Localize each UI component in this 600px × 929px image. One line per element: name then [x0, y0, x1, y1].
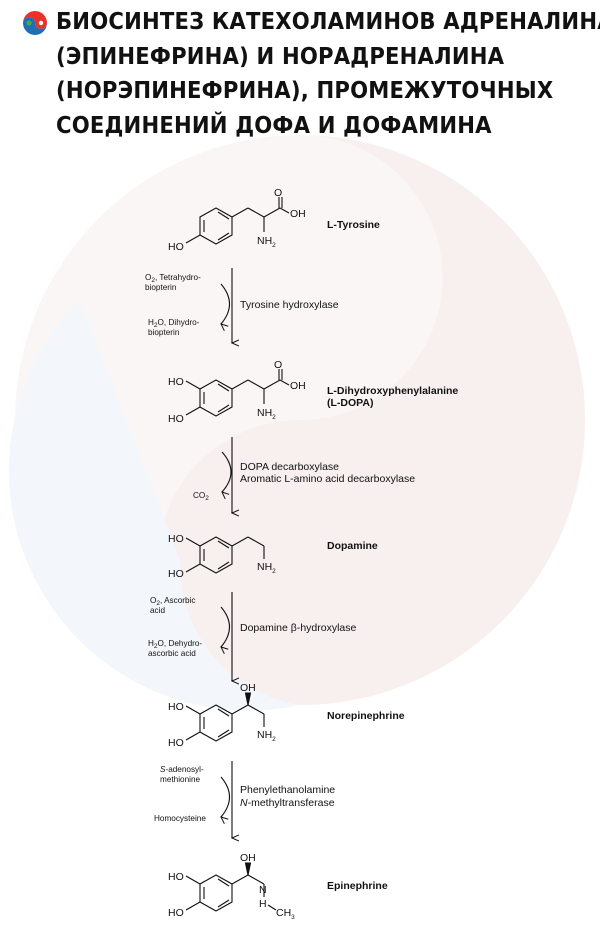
tyrosine-oh: OH	[290, 208, 306, 220]
epinephrine-structure	[185, 862, 277, 912]
tyrosine-carbonyl-o: O	[274, 187, 282, 199]
cofactor-arc-1	[221, 283, 231, 324]
epinephrine-ho-top: HO	[168, 871, 184, 883]
norepinephrine-nh2: NH2	[257, 729, 276, 743]
step1-input-line1: O2, Tetrahydro-	[145, 273, 201, 284]
epinephrine-oh: OH	[240, 852, 256, 864]
step3-output-line2: ascorbic acid	[148, 649, 196, 658]
label-l-dopa-line2: (L-DOPA)	[327, 397, 373, 409]
tyrosine-nh2: NH2	[257, 235, 276, 249]
step3-input-line2: acid	[150, 606, 165, 615]
dopamine-nh2: NH2	[257, 561, 276, 575]
ldopa-carbonyl-o: O	[274, 359, 282, 371]
enzyme-n-methyltransferase: N-methyltransferase	[240, 797, 335, 809]
step1-output-line2: biopterin	[148, 328, 180, 337]
dopamine-ho-bottom: HO	[168, 568, 184, 580]
label-dopamine: Dopamine	[327, 540, 378, 552]
step4-input-line1: S-adenosyl-	[160, 765, 204, 774]
cofactor-arc-3	[221, 606, 231, 647]
epinephrine-ch3: CH3	[276, 907, 295, 921]
ldopa-oh: OH	[290, 380, 306, 392]
page-title: БИОСИНТЕЗ КАТЕХОЛАМИНОВ АДРЕНАЛИНА (ЭПИН…	[56, 4, 600, 142]
label-l-dopa-line1: L-Dihydroxyphenylalanine	[327, 385, 458, 397]
enzyme-phenylethanolamine: Phenylethanolamine	[240, 784, 335, 796]
norepinephrine-ho-bottom: HO	[168, 737, 184, 749]
norepinephrine-structure	[185, 692, 265, 742]
enzyme-dopa-decarboxylase: DOPA decarboxylase	[240, 461, 339, 473]
title-line-4: СОЕДИНЕНИЙ ДОФА И ДОФАМИНА	[56, 110, 492, 139]
ldopa-structure	[185, 369, 290, 417]
epinephrine-n: N	[259, 884, 267, 896]
tyrosine-ho: HO	[168, 241, 184, 253]
logo-icon	[22, 10, 48, 36]
ldopa-ho-top: HO	[168, 376, 184, 388]
step3-input-line1: O2, Ascorbic	[150, 596, 196, 607]
epinephrine-ho-bottom: HO	[168, 907, 184, 919]
label-l-tyrosine: L-Tyrosine	[327, 219, 380, 231]
dopamine-ho-top: HO	[168, 533, 184, 545]
title-line-3: (НОРЭПИНЕФРИНА), ПРОМЕЖУТОЧНЫХ	[56, 76, 554, 104]
label-norepinephrine: Norepinephrine	[327, 710, 405, 722]
norepinephrine-ho-top: HO	[168, 701, 184, 713]
enzyme-aromatic-decarboxylase: Aromatic L-amino acid decarboxylase	[240, 473, 415, 485]
step4-input-line2: methionine	[160, 775, 201, 784]
norepinephrine-oh: OH	[240, 682, 256, 694]
tyrosine-structure	[185, 197, 290, 245]
dopamine-structure	[185, 536, 265, 574]
step1-output-line1: H2O, Dihydro-	[148, 318, 200, 329]
enzyme-tyrosine-hydroxylase: Tyrosine hydroxylase	[240, 299, 339, 311]
title-line-1: БИОСИНТЕЗ КАТЕХОЛАМИНОВ АДРЕНАЛИНА	[56, 7, 600, 35]
title-line-2: (ЭПИНЕФРИНА) И НОРАДРЕНАЛИНА	[56, 41, 505, 70]
step2-output-co2: CO2	[193, 491, 209, 502]
step4-output: Homocysteine	[154, 814, 206, 823]
label-epinephrine: Epinephrine	[327, 880, 388, 892]
ldopa-ho-bottom: HO	[168, 413, 184, 425]
header: БИОСИНТЕЗ КАТЕХОЛАМИНОВ АДРЕНАЛИНА (ЭПИН…	[0, 0, 600, 160]
cofactor-arc-2	[222, 451, 232, 492]
step1-input-line2: biopterin	[145, 283, 177, 292]
cofactor-arc-4	[221, 776, 231, 817]
step3-output-line1: H2O, Dehydro-	[148, 639, 202, 650]
epinephrine-nh: H	[259, 898, 267, 910]
enzyme-dopamine-beta-hydroxylase: Dopamine β-hydroxylase	[240, 622, 357, 634]
ldopa-nh2: NH2	[257, 407, 276, 421]
